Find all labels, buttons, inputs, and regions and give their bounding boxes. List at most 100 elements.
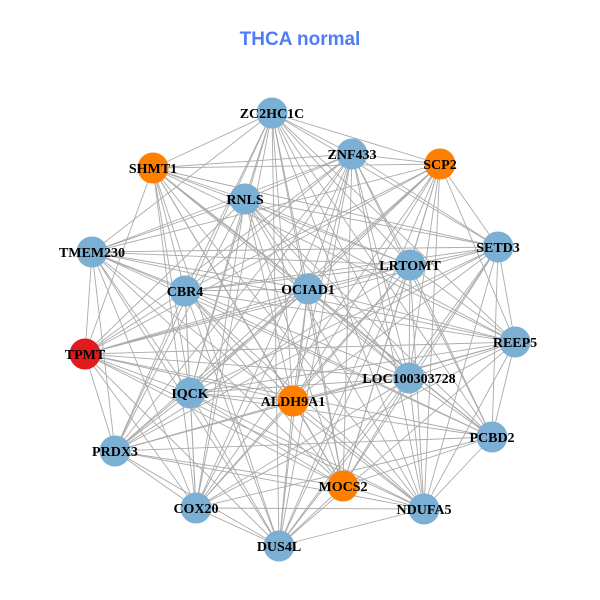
edge (184, 163, 441, 292)
edge (91, 251, 309, 290)
node-cox20[interactable]: COX20 (173, 492, 219, 524)
node-mocs2[interactable]: MOCS2 (319, 470, 368, 502)
node-circle (174, 377, 206, 409)
node-label: PRDX3 (92, 445, 138, 460)
edge (114, 290, 186, 452)
edge (189, 246, 499, 394)
edge (307, 288, 410, 379)
edge (439, 163, 499, 248)
edge (114, 450, 344, 487)
edge (189, 392, 425, 510)
node-rnls[interactable]: RNLS (226, 183, 264, 215)
node-circle (137, 152, 169, 184)
node-ociad1[interactable]: OCIAD1 (281, 273, 335, 305)
edge (91, 251, 197, 509)
edge (409, 264, 516, 343)
node-circle (476, 421, 508, 453)
node-lrtomt[interactable]: LRTOMT (379, 249, 441, 281)
node-ndufa5[interactable]: NDUFA5 (397, 493, 452, 525)
edge (497, 246, 516, 343)
node-label: OCIAD1 (281, 283, 335, 298)
edge (91, 163, 441, 253)
edge (114, 436, 493, 452)
node-tpmt[interactable]: TPMT (65, 338, 106, 370)
node-iqck[interactable]: IQCK (171, 377, 209, 409)
node-cbr4[interactable]: CBR4 (167, 275, 204, 307)
edge (91, 153, 353, 253)
node-circle (169, 275, 201, 307)
node-zc2hc1c[interactable]: ZC2HC1C (240, 97, 305, 129)
node-tmem230[interactable]: TMEM230 (59, 236, 125, 268)
edge (342, 377, 410, 487)
node-reep5[interactable]: REEP5 (493, 326, 537, 358)
node-label: TMEM230 (59, 246, 125, 261)
edge (351, 153, 410, 379)
edge (278, 163, 441, 547)
node-circle (424, 148, 456, 180)
node-loc100303728[interactable]: LOC100303728 (362, 362, 456, 394)
edge (152, 112, 273, 169)
edge (91, 246, 499, 253)
node-circle (69, 338, 101, 370)
edge (244, 153, 353, 200)
edge (189, 392, 344, 487)
edge (91, 251, 116, 452)
node-pcbd2[interactable]: PCBD2 (469, 421, 515, 453)
node-label: SETD3 (476, 241, 520, 256)
edge (244, 198, 411, 266)
node-znf433[interactable]: ZNF433 (328, 138, 377, 170)
edge (195, 264, 411, 509)
edge (84, 251, 93, 355)
edge (189, 288, 309, 394)
edge (195, 507, 425, 510)
edge (342, 246, 499, 487)
node-circle (277, 385, 309, 417)
node-label: CBR4 (167, 285, 204, 300)
node-dus4l[interactable]: DUS4L (257, 530, 301, 562)
edge (184, 290, 516, 343)
edge (84, 353, 294, 402)
node-label: ALDH9A1 (261, 395, 326, 410)
edge (189, 392, 493, 438)
node-shmt1[interactable]: SHMT1 (129, 152, 177, 184)
node-circle (292, 273, 324, 305)
node-scp2[interactable]: SCP2 (423, 148, 457, 180)
edge (84, 341, 516, 355)
node-circle (229, 183, 261, 215)
node-circle (482, 231, 514, 263)
edge (408, 377, 425, 510)
node-label: RNLS (226, 193, 264, 208)
edge (423, 341, 516, 510)
edge (409, 264, 493, 438)
edge (423, 246, 499, 510)
edge (342, 436, 493, 487)
edge (84, 198, 246, 355)
node-prdx3[interactable]: PRDX3 (92, 435, 138, 467)
node-circle (180, 492, 212, 524)
node-setd3[interactable]: SETD3 (476, 231, 520, 263)
node-circle (394, 249, 426, 281)
edge (189, 377, 410, 394)
edge (91, 251, 191, 394)
edge (292, 246, 499, 402)
node-label: SHMT1 (129, 162, 177, 177)
edge (114, 163, 441, 452)
edge (114, 288, 309, 452)
edge (278, 341, 516, 547)
edge (439, 163, 516, 343)
node-circle (499, 326, 531, 358)
edge (278, 246, 499, 547)
edge (152, 163, 441, 169)
edge (292, 377, 410, 402)
node-label: PCBD2 (469, 431, 514, 446)
node-aldh9a1[interactable]: ALDH9A1 (261, 385, 326, 417)
edge (184, 290, 294, 402)
edge (91, 112, 273, 253)
edge (408, 264, 411, 379)
edge (491, 341, 516, 438)
edge (195, 341, 516, 509)
edge (84, 167, 154, 355)
edge (152, 167, 191, 394)
